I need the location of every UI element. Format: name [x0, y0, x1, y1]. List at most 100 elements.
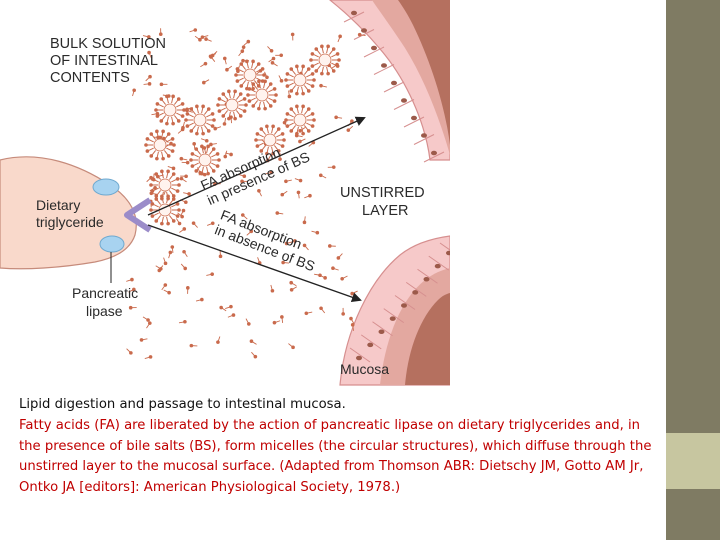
- fatty-acid-icon: [169, 251, 173, 259]
- sidebar-bar-light: [666, 433, 720, 489]
- fatty-acid-icon: [223, 57, 227, 65]
- fatty-acid-icon: [328, 244, 336, 248]
- fatty-acid-icon: [204, 37, 211, 41]
- fatty-acid-icon: [349, 317, 354, 324]
- cell-nucleus-icon: [390, 316, 396, 321]
- fatty-acid-icon: [298, 139, 305, 143]
- fatty-acid-icon: [223, 118, 227, 126]
- fatty-acid-icon: [271, 61, 278, 66]
- fatty-acid-icon: [328, 165, 336, 169]
- fatty-acid-icon: [350, 291, 357, 295]
- micelles: [144, 45, 341, 226]
- fatty-acid-icon: [267, 46, 273, 52]
- fatty-acid-icon: [295, 179, 302, 183]
- fatty-acid-icon: [127, 349, 133, 355]
- fatty-acid-icon: [251, 352, 257, 358]
- cell-nucleus-icon: [356, 356, 362, 361]
- fatty-acid-icon: [225, 66, 232, 71]
- fatty-acid-icon: [320, 275, 327, 279]
- cell-nucleus-icon: [351, 11, 357, 16]
- fatty-acid-icon: [162, 283, 167, 290]
- fatty-acid-icon: [275, 211, 283, 215]
- fatty-acid-icon: [340, 276, 347, 281]
- caption-body: Fatty acids (FA) are liberated by the ac…: [19, 416, 659, 499]
- cell-nucleus-icon: [435, 264, 441, 269]
- fatty-acid-icon: [288, 344, 294, 350]
- fatty-acid-icon: [206, 272, 214, 276]
- sidebar-bar-dark: [666, 0, 720, 433]
- fatty-acid-icon: [201, 139, 208, 143]
- fatty-acid-icon: [182, 161, 190, 165]
- fatty-acid-icon: [279, 75, 283, 82]
- fa-absence-label: FA absorption in absence of BS: [213, 206, 323, 274]
- bulk-solution-label: BULK SOLUTION OF INTESTINAL CONTENTS: [50, 36, 170, 86]
- fatty-acid-icon: [273, 321, 280, 325]
- fatty-acid-icon: [190, 28, 198, 32]
- fatty-acid-icon: [179, 227, 186, 232]
- fatty-acid-icon: [181, 264, 187, 270]
- mucosa-label: Mucosa: [340, 361, 389, 377]
- micelle-icon: [154, 95, 186, 126]
- fatty-acid-icon: [146, 321, 151, 328]
- fatty-acid-icon: [223, 151, 227, 159]
- fatty-acid-icon: [291, 33, 295, 41]
- fatty-acid-icon: [176, 218, 181, 225]
- fatty-acid-icon: [289, 281, 296, 286]
- fatty-acid-icon: [207, 222, 214, 226]
- cell-nucleus-icon: [401, 98, 407, 103]
- fatty-acid-icon: [200, 62, 207, 67]
- fatty-acid-icon: [319, 84, 327, 88]
- fatty-acid-icon: [180, 157, 188, 161]
- fatty-acid-icon: [196, 298, 204, 302]
- fatty-acid-icon: [280, 315, 284, 323]
- fatty-acid-icon: [304, 194, 311, 198]
- fatty-acid-icon: [290, 287, 297, 292]
- fatty-acid-icon: [297, 191, 301, 199]
- fatty-acid-icon: [179, 320, 187, 324]
- micelle-icon: [234, 60, 266, 91]
- fatty-acid-icon: [216, 336, 220, 343]
- micelle-icon: [144, 130, 176, 161]
- fatty-acid-icon: [225, 305, 233, 309]
- cell-nucleus-icon: [371, 46, 377, 51]
- fatty-acid-icon: [166, 142, 173, 147]
- fatty-acid-icon: [271, 285, 275, 293]
- cell-nucleus-icon: [412, 290, 418, 295]
- lipid-digestion-diagram: BULK SOLUTION OF INTESTINAL CONTENTS Die…: [0, 0, 450, 390]
- fatty-acid-icon: [337, 254, 343, 260]
- fatty-acid-icon: [312, 231, 320, 235]
- cell-nucleus-icon: [431, 151, 437, 156]
- fatty-acid-icon: [186, 286, 190, 294]
- caption-title: Lipid digestion and passage to intestina…: [19, 395, 659, 416]
- fatty-acid-icon: [145, 355, 153, 359]
- fatty-acid-icon: [219, 306, 226, 311]
- fatty-acid-icon: [319, 306, 324, 313]
- fatty-acid-icon: [331, 266, 338, 270]
- fatty-acid-icon: [319, 173, 326, 178]
- cell-nucleus-icon: [379, 329, 385, 334]
- fatty-acid-icon: [146, 75, 152, 81]
- lipase-molecule-icon: [100, 236, 124, 252]
- micelle-icon: [246, 80, 278, 111]
- micelle-icon: [309, 45, 341, 76]
- fatty-acid-icon: [168, 166, 176, 170]
- fatty-acid-icon: [144, 82, 152, 86]
- fatty-acid-icon: [126, 278, 134, 282]
- fatty-acid-icon: [257, 189, 261, 196]
- fatty-acid-icon: [159, 28, 163, 36]
- fatty-acid-icon: [228, 313, 235, 317]
- fa-presence-label: FA absorption in presence of BS: [198, 134, 312, 208]
- fatty-acid-icon: [246, 319, 251, 326]
- fatty-acid-icon: [202, 80, 209, 85]
- cell-nucleus-icon: [401, 303, 407, 308]
- fatty-acid-icon: [164, 258, 168, 265]
- fatty-acid-icon: [250, 339, 257, 344]
- fatty-acid-icon: [305, 311, 313, 315]
- micelle-icon: [149, 195, 181, 226]
- fatty-acid-icon: [129, 306, 137, 310]
- fatty-acid-icon: [178, 128, 184, 134]
- fatty-acid-icon: [164, 290, 171, 294]
- fatty-acid-icon: [239, 49, 244, 56]
- fatty-acid-icon: [347, 126, 353, 132]
- fatty-acid-icon: [209, 143, 217, 147]
